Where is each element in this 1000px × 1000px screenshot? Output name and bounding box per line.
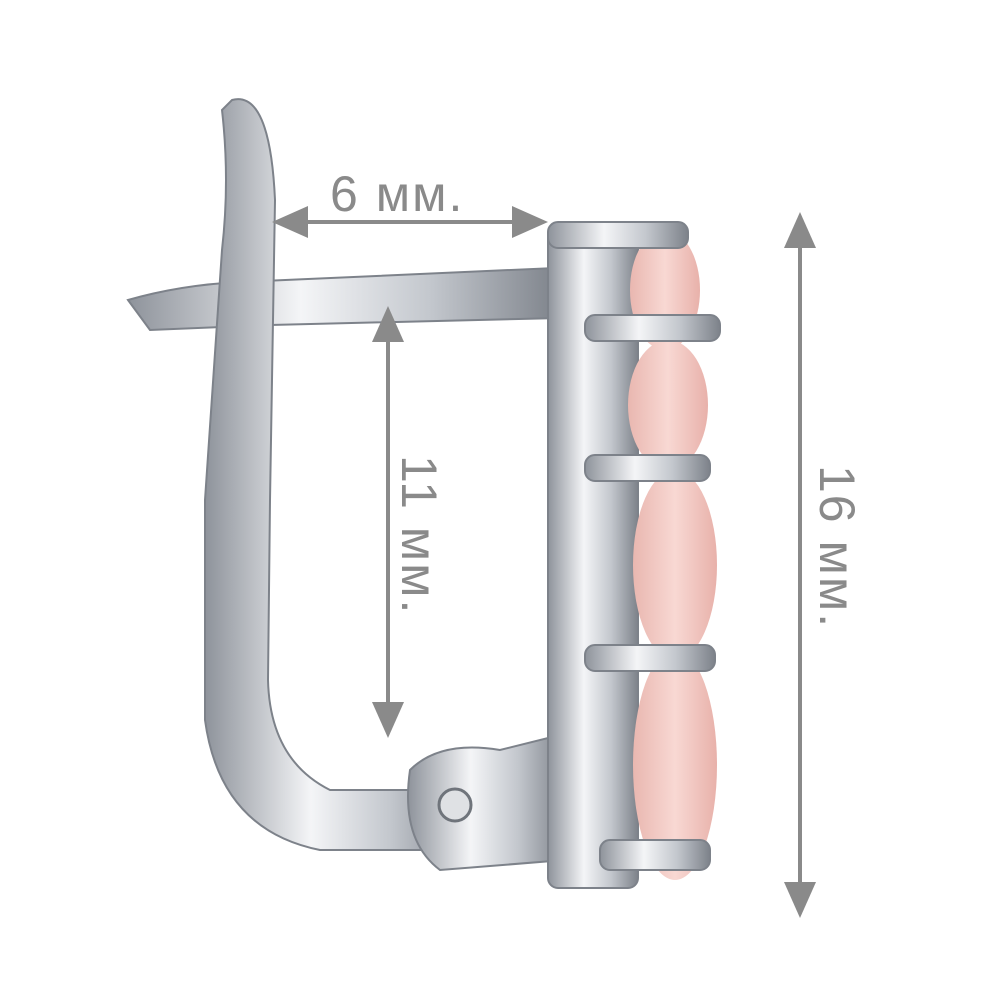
inner-height-dimension-label: 11 мм. xyxy=(391,455,447,616)
earring-crossbar xyxy=(126,266,562,332)
stone xyxy=(633,650,717,880)
total-height-dimension-label: 16 мм. xyxy=(809,465,865,630)
earring-hook xyxy=(204,98,472,851)
stone xyxy=(633,470,717,660)
stone xyxy=(628,340,708,470)
hinge-rivet xyxy=(437,787,473,823)
prongs xyxy=(547,221,721,871)
earring-hinge xyxy=(407,733,567,872)
width-dimension-label: 6 мм. xyxy=(330,166,465,222)
